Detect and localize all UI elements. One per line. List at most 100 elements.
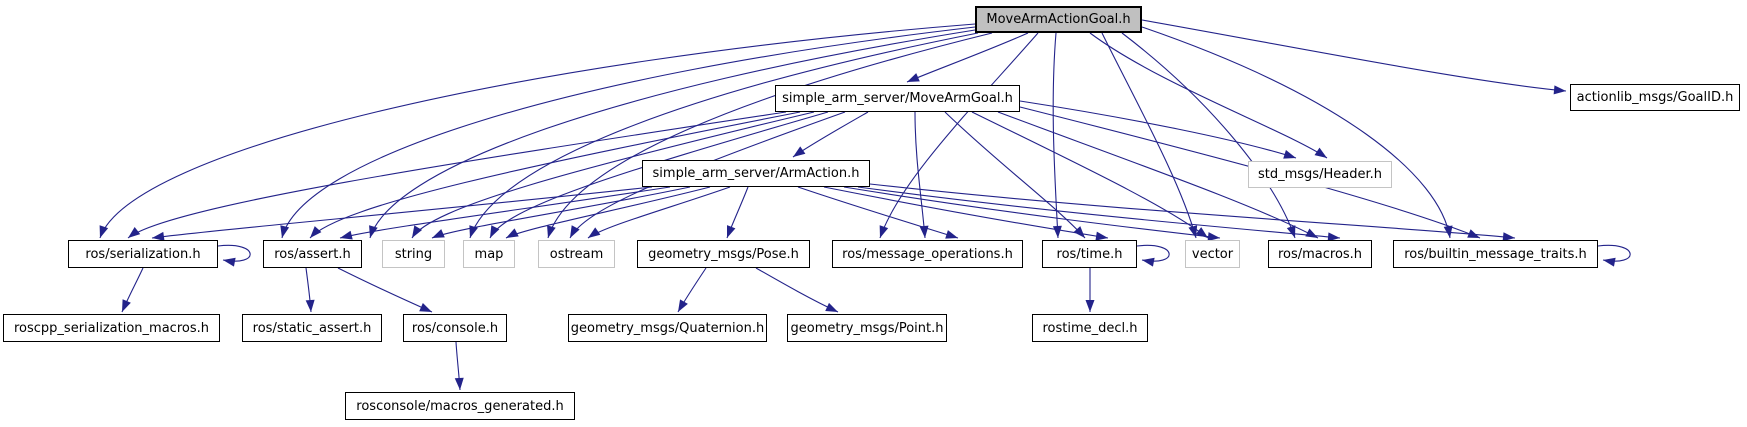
edge-armaction-msgops [797,186,959,239]
node-map[interactable]: map [463,240,515,268]
edge-maag-macros [1121,32,1296,239]
node-point[interactable]: geometry_msgs/Point.h [787,314,947,342]
arrowhead-icon [1286,225,1296,238]
arrowhead-icon [490,225,500,238]
arrowhead-icon [122,299,131,312]
node-rosconsole[interactable]: rosconsole/macros_generated.h [345,392,575,420]
edge-armaction-string [431,186,691,239]
edge-maag-traits [1141,26,1451,239]
edge-maag-mvg [906,32,1029,83]
edge-armaction-time [823,186,1109,239]
arrowhead-icon [454,377,464,390]
arrowhead-icon [727,225,736,238]
arrowhead-icon [570,225,580,238]
edge-maag-map [469,32,979,239]
arrowhead-icon [223,257,236,267]
arrowhead-icon [678,299,688,312]
edge-maag-time [1052,32,1059,239]
node-staticassert[interactable]: ros/static_assert.h [242,314,382,342]
node-serialization[interactable]: ros/serialization.h [68,240,218,268]
node-header[interactable]: std_msgs/Header.h [1248,161,1392,188]
arrowhead-icon [1095,231,1108,241]
arrowhead-icon [1283,150,1296,159]
arrowhead-icon [432,229,445,238]
edge-armaction-ostream [587,186,731,239]
edge-mvg-ostream [569,111,846,239]
edge-mvg-vector [971,111,1209,239]
edge-assert-console [337,267,433,313]
arrowhead-icon [1467,229,1480,238]
edge-mvg-macros [997,111,1319,239]
node-pose[interactable]: geometry_msgs/Pose.h [637,240,810,268]
edge-maag-serialization [99,23,976,239]
node-goalid[interactable]: actionlib_msgs/GoalID.h [1570,84,1740,111]
arrowhead-icon [99,225,109,238]
node-mvg[interactable]: simple_arm_server/MoveArmGoal.h [775,85,1020,112]
arrowhead-icon [547,225,556,238]
arrowhead-icon [945,230,958,239]
arrowhead-icon [1085,300,1095,312]
arrowhead-icon [1142,257,1155,267]
node-string[interactable]: string [382,240,445,268]
edge-mvg-time [944,111,1086,239]
arrowhead-icon [1073,226,1085,238]
node-quaternion[interactable]: geometry_msgs/Quaternion.h [568,314,767,342]
arrowhead-icon [919,225,929,238]
arrowhead-icon [793,146,806,157]
edge-mvg-string [411,111,815,239]
arrowhead-icon [152,231,165,241]
arrowhead-icon [1207,232,1220,242]
edge-maag-header [1089,32,1328,159]
edge-mvg-serialization [127,111,787,239]
node-msgops[interactable]: ros/message_operations.h [832,240,1023,268]
node-rostimedecl[interactable]: rostime_decl.h [1032,314,1148,342]
arrowhead-icon [412,225,423,238]
arrowhead-icon [825,302,838,312]
node-traits[interactable]: ros/builtin_message_traits.h [1393,240,1598,268]
arrowhead-icon [340,230,353,240]
arrowhead-icon [128,227,141,238]
arrowhead-icon [305,299,315,312]
arrowhead-icon [1327,232,1340,242]
arrowhead-icon [1305,228,1318,238]
node-assert[interactable]: ros/assert.h [263,240,362,268]
node-macros[interactable]: ros/macros.h [1268,240,1372,268]
edge-armaction-serialization [151,186,653,239]
edge-armaction-macros [857,186,1341,239]
edge-armaction-assert [339,186,671,239]
arrowhead-icon [907,73,920,82]
arrowhead-icon [588,227,601,238]
edge-maag-goalid [1141,19,1567,92]
arrowhead-icon [1195,227,1208,238]
arrowhead-icon [1603,257,1616,267]
edge-maag-assert [281,26,976,239]
arrowhead-icon [280,225,290,238]
node-armaction[interactable]: simple_arm_server/ArmAction.h [642,160,870,187]
edge-maag-msgops [879,32,1039,239]
edge-armaction-map [505,186,711,239]
edge-maag-ostream [547,32,993,239]
node-time[interactable]: ros/time.h [1042,240,1137,268]
edge-mvg-assert [309,111,801,239]
arrowhead-icon [1502,232,1515,242]
edge-mvg-msgops [914,111,926,239]
node-maag[interactable]: MoveArmActionGoal.h [975,6,1142,33]
arrowhead-icon [310,226,322,238]
node-roscppser[interactable]: roscpp_serialization_macros.h [3,314,220,342]
edge-armaction-vector [843,186,1221,239]
node-vector[interactable]: vector [1185,240,1240,268]
arrowhead-icon [1314,147,1327,158]
arrowhead-icon [506,228,519,238]
arrowhead-icon [419,303,432,312]
arrowhead-icon [1443,225,1453,238]
edge-armaction-traits [869,183,1516,239]
node-ostream[interactable]: ostream [538,240,615,268]
edge-mvg-header [1019,100,1297,159]
edge-maag-vector [1101,32,1197,239]
arrowhead-icon [1052,225,1062,238]
node-console[interactable]: ros/console.h [403,314,507,342]
edge-pose-point [755,267,839,313]
arrowhead-icon [879,225,889,238]
